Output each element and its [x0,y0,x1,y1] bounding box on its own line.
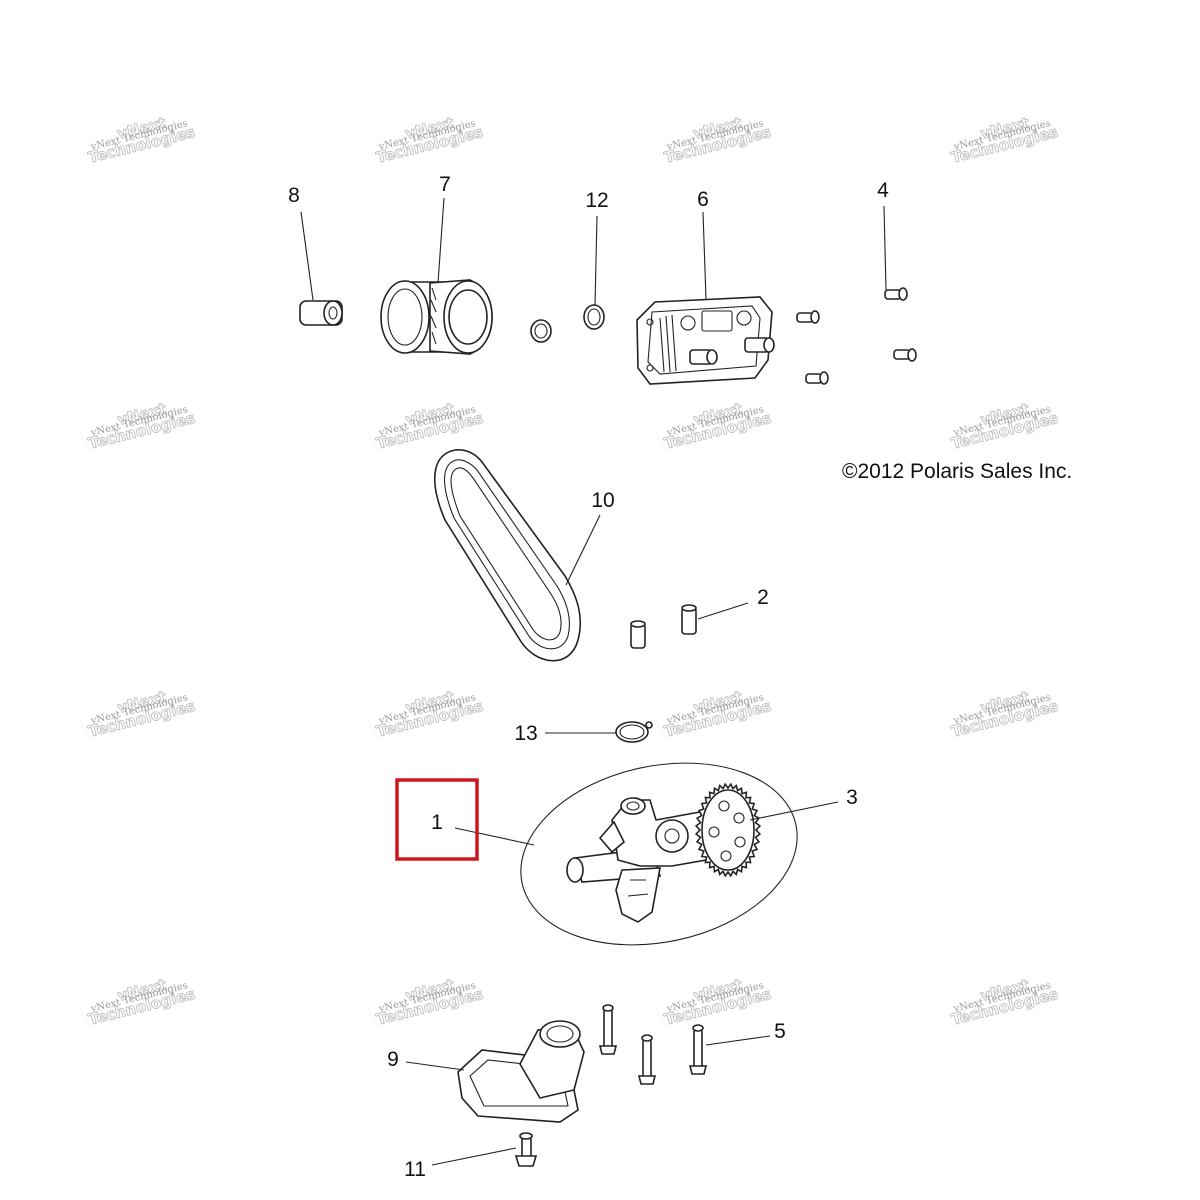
part-9-oil-pickup[interactable] [457,1020,585,1123]
callout-4: 4 [877,179,889,202]
part-12-sealing-washer[interactable] [530,304,605,343]
part-11-screw[interactable] [514,1132,538,1167]
part-4-screw[interactable] [884,287,908,301]
callout-8: 8 [288,184,300,207]
cooler-screw[interactable] [796,310,917,385]
callout-1-highlight[interactable]: 1 [395,778,479,861]
callout-6: 6 [697,188,709,211]
part-6-oil-cooler[interactable] [636,296,775,385]
part-2-dowel-pin[interactable] [630,604,697,649]
callout-11: 11 [404,1158,426,1181]
part-10-drive-chain[interactable] [434,449,582,662]
part-8-bushing[interactable] [299,300,343,326]
part-7-oil-filter[interactable] [380,279,493,355]
callout-3: 3 [846,786,858,809]
copyright-notice: ©2012 Polaris Sales Inc. [842,460,1072,483]
part-13-retaining-ring[interactable] [615,721,653,743]
callout-5: 5 [774,1020,786,1043]
callout-13: 13 [514,722,537,745]
callout-2: 2 [757,586,769,609]
part-3-pump-sprocket[interactable] [694,782,762,878]
callout-7: 7 [439,173,451,196]
part-5-bolt[interactable] [598,1004,708,1085]
callout-9: 9 [387,1048,399,1071]
part-1-oil-pump-assembly[interactable] [504,739,814,969]
callout-1: 1 [431,811,443,834]
callout-10: 10 [591,489,614,512]
leader-lines [300,197,887,1166]
callout-12: 12 [585,189,608,212]
